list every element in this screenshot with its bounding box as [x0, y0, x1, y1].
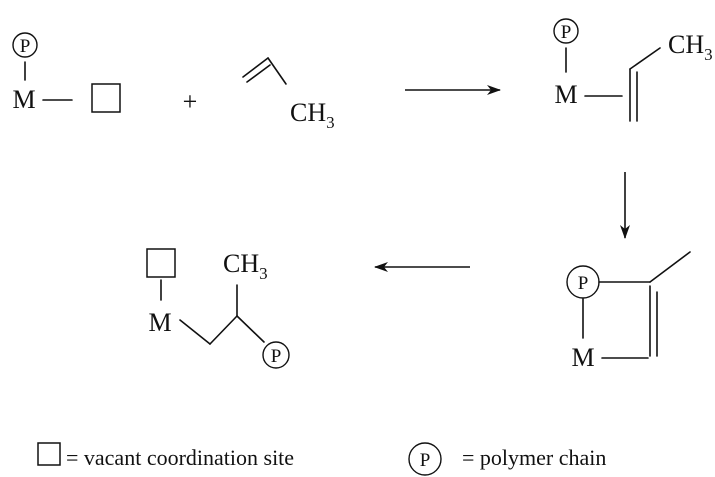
- bond: [179, 319, 211, 345]
- pi-complex: P M CH3: [553, 18, 713, 122]
- metal-atom: M: [554, 80, 577, 109]
- polymer-chain-symbol: [262, 341, 290, 369]
- bond: [267, 57, 287, 85]
- vacant-site-box: [146, 248, 176, 278]
- methyl-group: CH3: [668, 30, 713, 64]
- polymer-chain-label: P: [578, 273, 589, 294]
- polymer-chain-symbol: [12, 32, 38, 58]
- bond: [629, 47, 661, 70]
- vacant-site-legend-text: = vacant coordination site: [66, 445, 294, 470]
- bond: [209, 315, 238, 345]
- methyl-group: CH3: [223, 249, 268, 283]
- polymer-chain-symbol: [553, 18, 579, 44]
- methyl-group: CH3: [290, 98, 335, 132]
- bond: [236, 315, 265, 343]
- double-bond: [246, 64, 271, 83]
- vacant-site-box: [91, 83, 121, 113]
- propene-monomer: CH3: [242, 57, 335, 132]
- vacant-site-legend-box: [37, 442, 61, 466]
- polymer-chain-label: P: [271, 346, 282, 367]
- polymer-chain-legend-symbol: [408, 442, 442, 476]
- polymer-chain-legend-label: P: [420, 450, 431, 471]
- metal-atom: M: [12, 85, 35, 114]
- bond: [242, 57, 269, 78]
- four-center-transition-state: P M: [566, 251, 691, 372]
- polymer-chain-legend-text: = polymer chain: [462, 445, 606, 470]
- metal-atom: M: [148, 308, 171, 337]
- plus-sign: +: [183, 87, 198, 116]
- metal-atom: M: [571, 343, 594, 372]
- polymer-chain-label: P: [20, 36, 31, 57]
- polymer-chain-label: P: [561, 22, 572, 43]
- insertion-product: M CH3 P: [146, 248, 290, 369]
- catalyst-vacant-site: P M: [12, 32, 121, 114]
- legend: = vacant coordination site P = polymer c…: [37, 442, 606, 476]
- bond: [649, 251, 691, 283]
